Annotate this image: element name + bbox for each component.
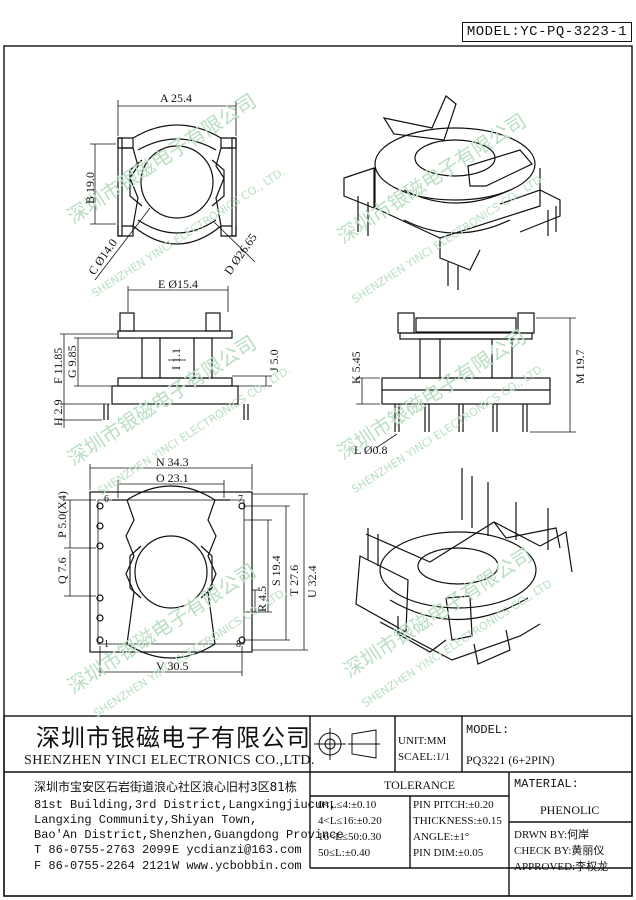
side-view xyxy=(60,286,272,428)
isometric-view-top xyxy=(343,95,561,290)
model-number-label: MODEL:YC-PQ-3223-1 xyxy=(462,22,632,42)
company-address-en-2: Langxing Community,Shiyan Town, xyxy=(34,813,258,827)
top-view xyxy=(90,100,256,281)
company-address-en-3: Bao'An District,Shenzhen,Guangdong Provi… xyxy=(34,828,344,842)
company-name-en: SHENZHEN YINCI ELECTRONICS CO.,LTD. xyxy=(24,753,316,768)
dim-k: K 5.45 xyxy=(349,351,363,384)
dim-q: Q 7.6 xyxy=(55,557,69,584)
company-fax: F 86-0755-2264 2121 xyxy=(34,859,171,873)
scale-label: SCAEL:1/1 xyxy=(398,751,450,763)
checked-by: CHECK BY:黄丽仪 xyxy=(514,845,605,857)
projection-symbol xyxy=(314,728,380,760)
dim-m: M 19.7 xyxy=(573,349,587,384)
pin-8-label: 8 xyxy=(236,639,241,650)
dim-o: O 23.1 xyxy=(156,471,189,485)
company-address-en-1: 81st Building,3rd District,Langxingjiucu… xyxy=(34,798,337,812)
bottom-view xyxy=(64,464,308,676)
pin-6-label: 6 xyxy=(104,494,109,505)
dim-e: E Ø15.4 xyxy=(158,277,198,291)
dim-s: S 19.4 xyxy=(269,555,283,586)
drawn-by: DRWN BY:何岸 xyxy=(514,829,590,841)
company-name-cn: 深圳市银磁电子有限公司 xyxy=(36,724,311,752)
model-value: PQ3221 (6+2PIN) xyxy=(466,753,555,767)
front-view xyxy=(356,312,576,449)
tolerance-row-2: 4<L≤16:±0.20 xyxy=(318,815,382,827)
isometric-view-bottom xyxy=(355,468,573,665)
pin-7-label: 7 xyxy=(238,494,243,505)
dim-f: F 11.85 xyxy=(51,347,65,384)
dim-t: T 27.6 xyxy=(287,564,301,596)
dim-a: A 25.4 xyxy=(160,91,193,105)
company-website: W www.ycbobbin.com xyxy=(172,859,302,873)
tolerance-row-6: THICKNESS:±0.15 xyxy=(413,815,502,827)
dim-p: P 5.0(X4) xyxy=(55,491,69,538)
dim-b: B 19.0 xyxy=(83,171,97,204)
unit-label: UNIT:MM xyxy=(398,735,447,747)
tolerance-header: TOLERANCE xyxy=(384,778,456,792)
title-block-grid xyxy=(3,715,633,897)
tolerance-row-5: PIN PITCH:±0.20 xyxy=(413,799,494,811)
material-value: PHENOLIC xyxy=(540,803,600,817)
dim-u: U 32.4 xyxy=(305,565,319,598)
tolerance-row-1: 0<L≤4:±0.10 xyxy=(318,799,377,811)
company-email: E ycdianzi@163.com xyxy=(172,843,302,857)
dim-l: L Ø0.8 xyxy=(354,443,388,457)
tolerance-row-7: ANGLE:±1° xyxy=(413,831,470,843)
dim-n: N 34.3 xyxy=(156,455,189,469)
dim-r: R 4.5 xyxy=(255,585,269,612)
material-header: MATERIAL: xyxy=(514,777,579,791)
pin-1-label: 1 xyxy=(104,639,109,650)
company-tel: T 86-0755-2763 2099 xyxy=(34,843,171,857)
approved-by: APPROVED:李权龙 xyxy=(514,861,609,873)
dim-i: I 1.1 xyxy=(169,348,183,370)
tolerance-row-3: 16<L≤50:0.30 xyxy=(318,831,382,843)
dim-h: H 2.9 xyxy=(51,399,65,426)
company-address-cn: 深圳市宝安区石岩街道浪心社区浪心旧村3区81栋 xyxy=(34,780,297,794)
model-header: MODEL: xyxy=(466,723,510,737)
dim-v: V 30.5 xyxy=(156,659,189,673)
dim-j: J 5.0 xyxy=(267,349,281,372)
tolerance-row-4: 50≤L:±0.40 xyxy=(318,847,371,859)
dim-g: G 9.85 xyxy=(65,345,79,378)
tolerance-row-8: PIN DIM:±0.05 xyxy=(413,847,484,859)
